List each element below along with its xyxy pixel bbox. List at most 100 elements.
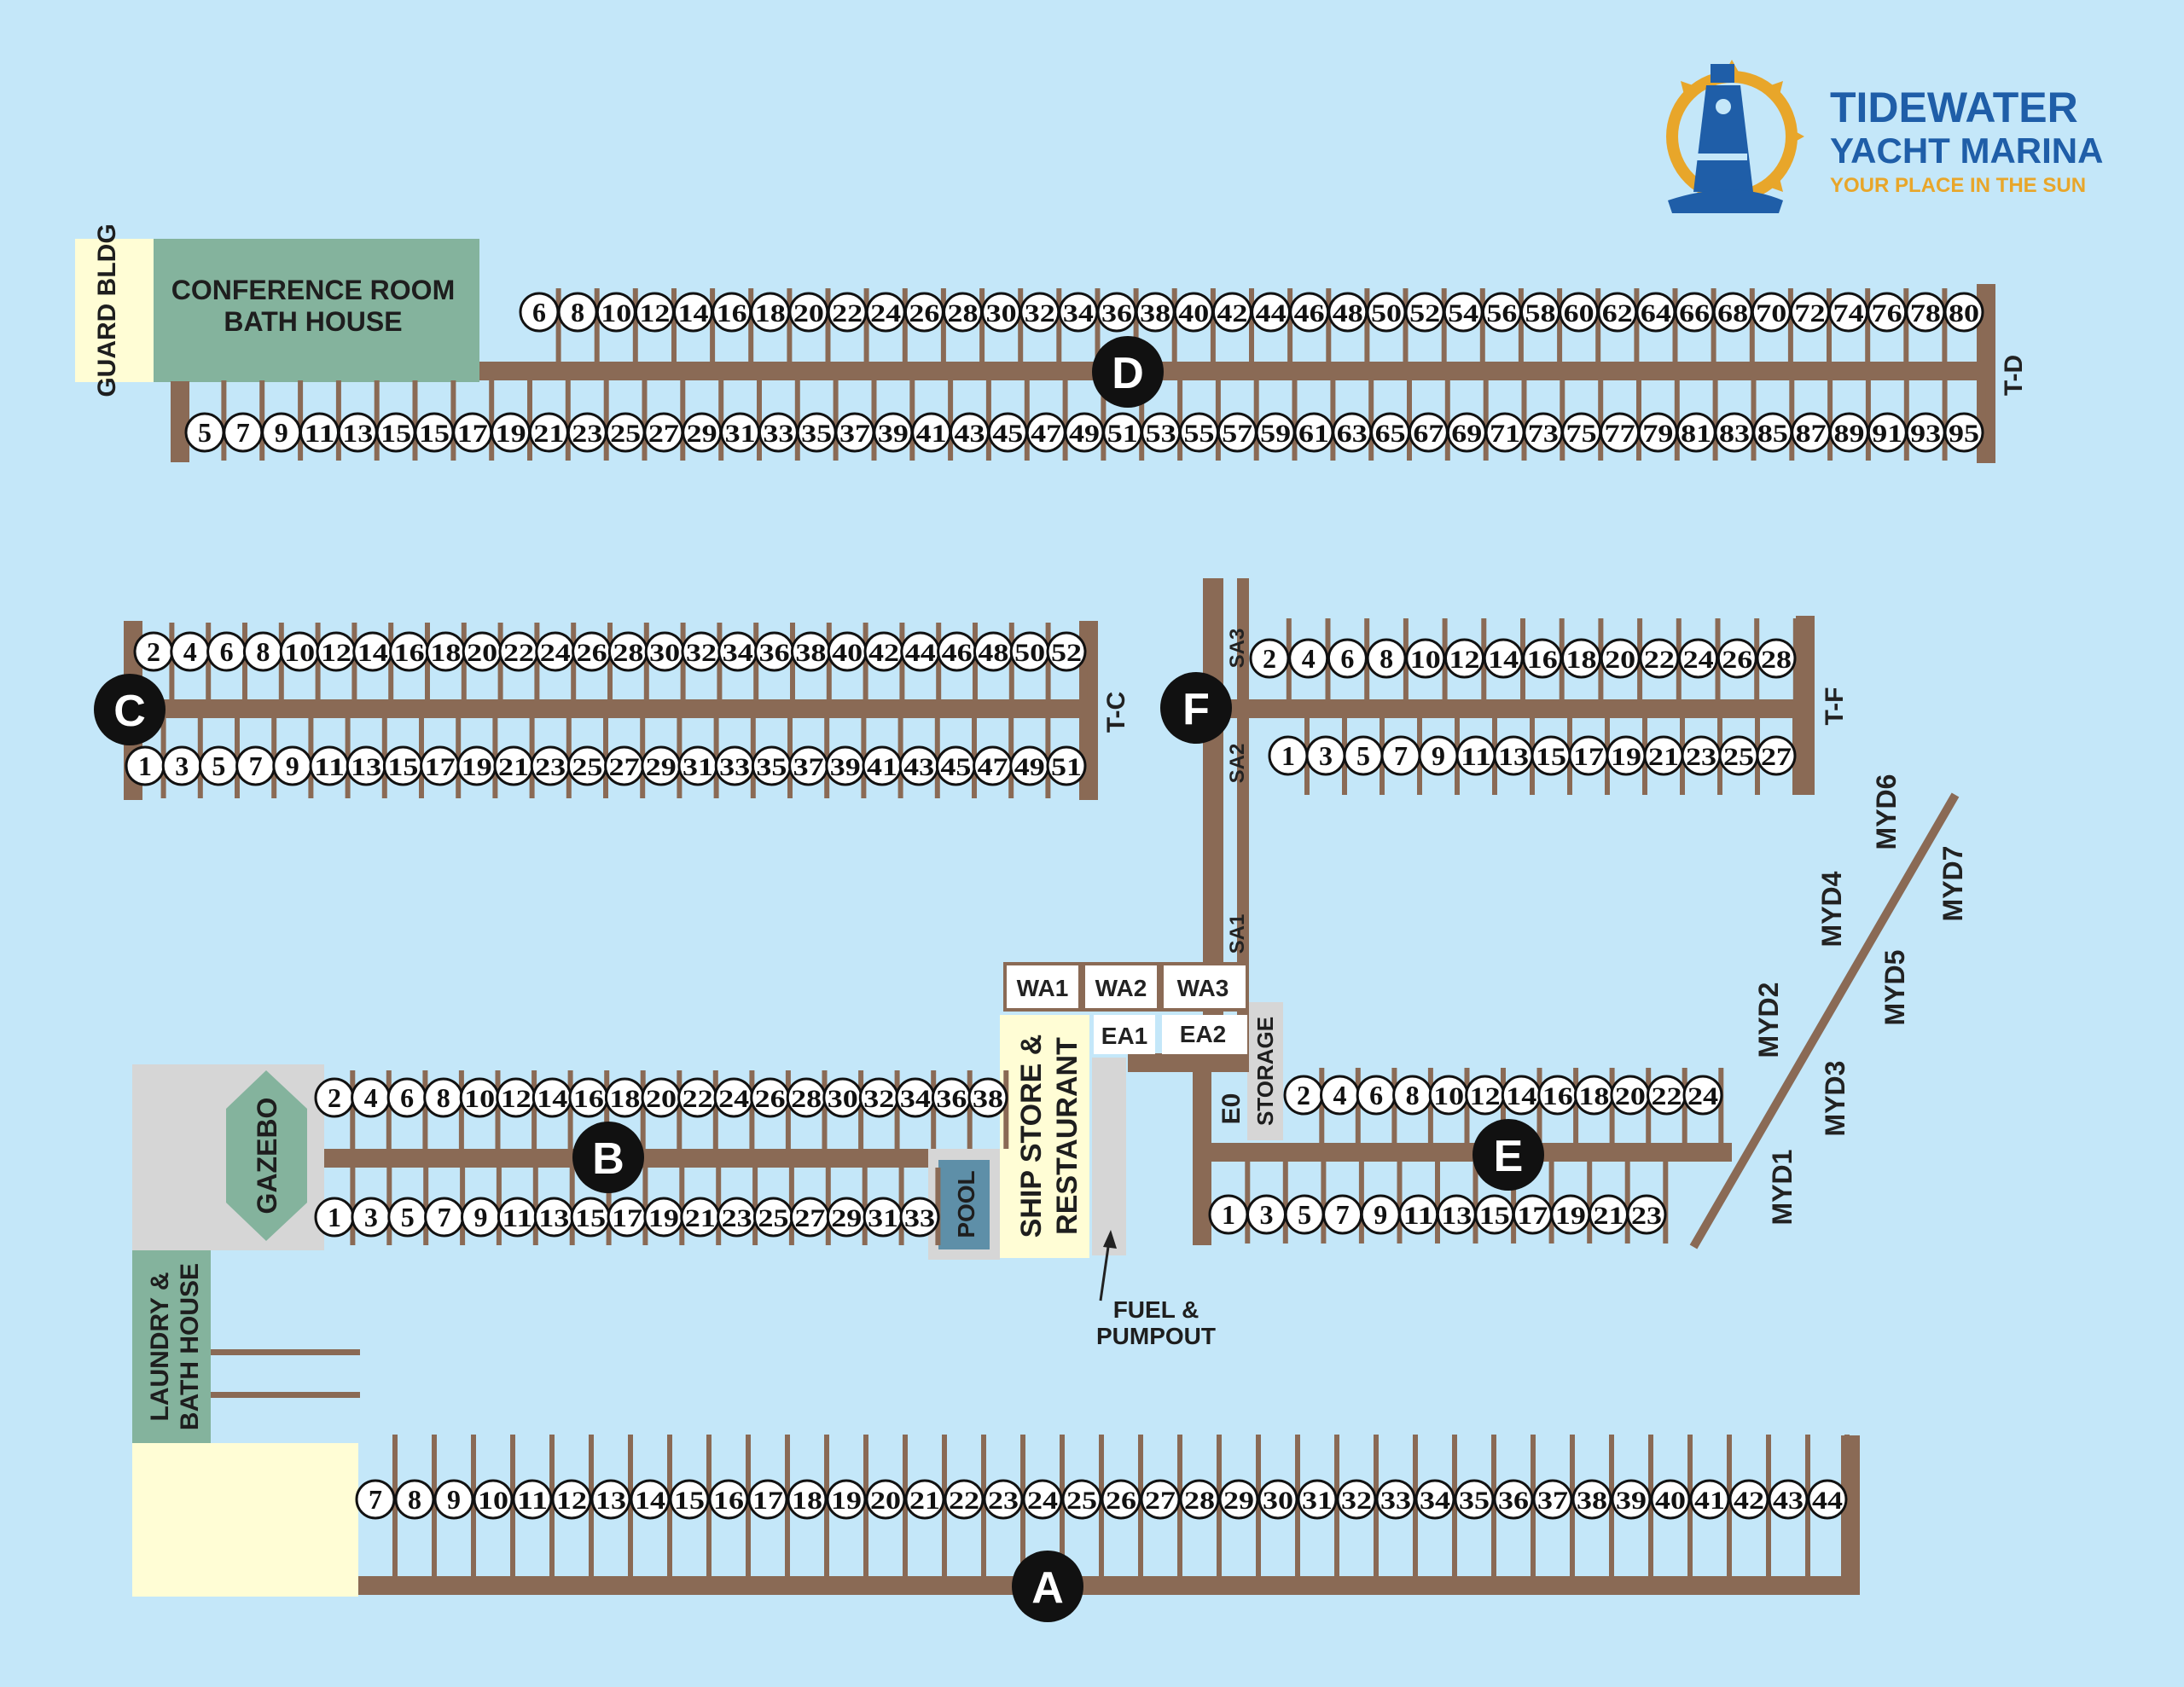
slip-b_bottom-31[interactable]: 31 (863, 1197, 903, 1238)
slip-d_bottom-9[interactable]: 9 (261, 412, 302, 453)
slip-d_top-20[interactable]: 20 (788, 292, 829, 333)
slip-d_top-22[interactable]: 22 (827, 292, 868, 333)
slip-f_bottom-19[interactable]: 19 (1606, 735, 1647, 776)
slip-d_top-68[interactable]: 68 (1712, 292, 1753, 333)
slip-d_bottom-15[interactable]: 15 (375, 412, 416, 453)
slip-b_top-18[interactable]: 18 (604, 1077, 645, 1118)
slip-d_top-38[interactable]: 38 (1135, 292, 1176, 333)
slip-f_top-6[interactable]: 6 (1327, 638, 1368, 679)
slip-d_top-12[interactable]: 12 (634, 292, 675, 333)
slip-c_bottom-5[interactable]: 5 (198, 745, 239, 786)
slip-d_top-28[interactable]: 28 (943, 292, 983, 333)
slip-a-44[interactable]: 44 (1807, 1479, 1848, 1520)
slip-e_top-18[interactable]: 18 (1573, 1075, 1614, 1116)
slip-d_bottom-93[interactable]: 93 (1905, 412, 1946, 453)
slip-a-34[interactable]: 34 (1414, 1479, 1455, 1520)
slip-a-30[interactable]: 30 (1258, 1479, 1298, 1520)
slip-e_bottom-1[interactable]: 1 (1208, 1194, 1249, 1235)
slip-c_top-44[interactable]: 44 (900, 631, 941, 672)
slip-d_top-16[interactable]: 16 (712, 292, 752, 333)
slip-a-10[interactable]: 10 (473, 1479, 514, 1520)
slip-d_bottom-65[interactable]: 65 (1370, 412, 1411, 453)
slip-d_bottom-5[interactable]: 5 (184, 412, 225, 453)
slip-f_top-4[interactable]: 4 (1288, 638, 1329, 679)
slip-d_bottom-21[interactable]: 21 (528, 412, 569, 453)
slip-e_bottom-17[interactable]: 17 (1512, 1194, 1553, 1235)
slip-e_top-14[interactable]: 14 (1501, 1075, 1542, 1116)
slip-d_top-8[interactable]: 8 (557, 292, 598, 333)
slip-d_bottom-53[interactable]: 53 (1141, 412, 1182, 453)
slip-d_bottom-55[interactable]: 55 (1179, 412, 1219, 453)
slip-c_bottom-45[interactable]: 45 (935, 745, 976, 786)
slip-e_top-6[interactable]: 6 (1356, 1075, 1397, 1116)
slip-f_top-28[interactable]: 28 (1756, 638, 1797, 679)
slip-c_top-30[interactable]: 30 (644, 631, 685, 672)
slip-b_bottom-3[interactable]: 3 (351, 1197, 392, 1238)
slip-a-32[interactable]: 32 (1336, 1479, 1377, 1520)
slip-c_top-38[interactable]: 38 (790, 631, 831, 672)
slip-a-14[interactable]: 14 (630, 1479, 671, 1520)
slip-f_top-10[interactable]: 10 (1405, 638, 1446, 679)
slip-e_bottom-15[interactable]: 15 (1474, 1194, 1515, 1235)
slip-f_top-2[interactable]: 2 (1249, 638, 1290, 679)
slip-e_top-4[interactable]: 4 (1320, 1075, 1360, 1116)
slip-c_top-10[interactable]: 10 (279, 631, 320, 672)
slip-c_bottom-37[interactable]: 37 (788, 745, 829, 786)
slip-d_bottom-85[interactable]: 85 (1752, 412, 1793, 453)
slip-f_bottom-25[interactable]: 25 (1718, 735, 1759, 776)
slip-b_top-6[interactable]: 6 (386, 1077, 427, 1118)
slip-e_bottom-11[interactable]: 11 (1398, 1194, 1439, 1235)
slip-e_bottom-23[interactable]: 23 (1626, 1194, 1667, 1235)
slip-d_top-46[interactable]: 46 (1289, 292, 1330, 333)
slip-e_top-10[interactable]: 10 (1428, 1075, 1469, 1116)
slip-e_bottom-7[interactable]: 7 (1322, 1194, 1363, 1235)
slip-d_bottom-63[interactable]: 63 (1332, 412, 1373, 453)
slip-c_top-32[interactable]: 32 (681, 631, 722, 672)
slip-d_bottom-39[interactable]: 39 (873, 412, 914, 453)
slip-c_bottom-49[interactable]: 49 (1009, 745, 1050, 786)
slip-b_bottom-17[interactable]: 17 (607, 1197, 648, 1238)
slip-d_bottom-7[interactable]: 7 (223, 412, 264, 453)
slip-c_top-8[interactable]: 8 (242, 631, 283, 672)
slip-d_bottom-59[interactable]: 59 (1255, 412, 1296, 453)
slip-d_bottom-57[interactable]: 57 (1217, 412, 1258, 453)
slip-c_bottom-39[interactable]: 39 (825, 745, 866, 786)
slip-a-26[interactable]: 26 (1101, 1479, 1141, 1520)
slip-b_top-26[interactable]: 26 (750, 1077, 791, 1118)
slip-a-33[interactable]: 33 (1375, 1479, 1416, 1520)
slip-f_bottom-21[interactable]: 21 (1643, 735, 1684, 776)
slip-d_bottom-47[interactable]: 47 (1025, 412, 1066, 453)
slip-d_bottom-33[interactable]: 33 (758, 412, 799, 453)
slip-d_bottom-17[interactable]: 17 (452, 412, 493, 453)
slip-f_bottom-17[interactable]: 17 (1568, 735, 1609, 776)
slip-f_top-26[interactable]: 26 (1716, 638, 1757, 679)
slip-b_top-2[interactable]: 2 (314, 1077, 355, 1118)
slip-f_top-8[interactable]: 8 (1366, 638, 1407, 679)
slip-c_bottom-23[interactable]: 23 (530, 745, 571, 786)
slip-a-35[interactable]: 35 (1454, 1479, 1495, 1520)
slip-e_top-20[interactable]: 20 (1610, 1075, 1651, 1116)
slip-a-8[interactable]: 8 (394, 1479, 435, 1520)
slip-a-25[interactable]: 25 (1061, 1479, 1102, 1520)
slip-d_top-58[interactable]: 58 (1520, 292, 1560, 333)
slip-c_top-28[interactable]: 28 (607, 631, 648, 672)
slip-d_top-48[interactable]: 48 (1327, 292, 1368, 333)
slip-b_bottom-21[interactable]: 21 (680, 1197, 721, 1238)
slip-d_bottom-37[interactable]: 37 (834, 412, 875, 453)
slip-c_top-36[interactable]: 36 (754, 631, 795, 672)
slip-d_top-78[interactable]: 78 (1905, 292, 1946, 333)
slip-d_top-32[interactable]: 32 (1019, 292, 1060, 333)
slip-e_bottom-19[interactable]: 19 (1550, 1194, 1591, 1235)
slip-d_bottom-27[interactable]: 27 (643, 412, 684, 453)
slip-e_bottom-5[interactable]: 5 (1284, 1194, 1325, 1235)
slip-f_top-16[interactable]: 16 (1522, 638, 1563, 679)
slip-d_top-26[interactable]: 26 (903, 292, 944, 333)
slip-d_top-76[interactable]: 76 (1867, 292, 1908, 333)
slip-d_top-14[interactable]: 14 (673, 292, 713, 333)
slip-d_top-60[interactable]: 60 (1559, 292, 1600, 333)
slip-a-38[interactable]: 38 (1571, 1479, 1612, 1520)
slip-c_top-6[interactable]: 6 (206, 631, 247, 672)
slip-d_bottom-87[interactable]: 87 (1791, 412, 1832, 453)
slip-c_bottom-15[interactable]: 15 (382, 745, 423, 786)
slip-d_top-10[interactable]: 10 (595, 292, 636, 333)
